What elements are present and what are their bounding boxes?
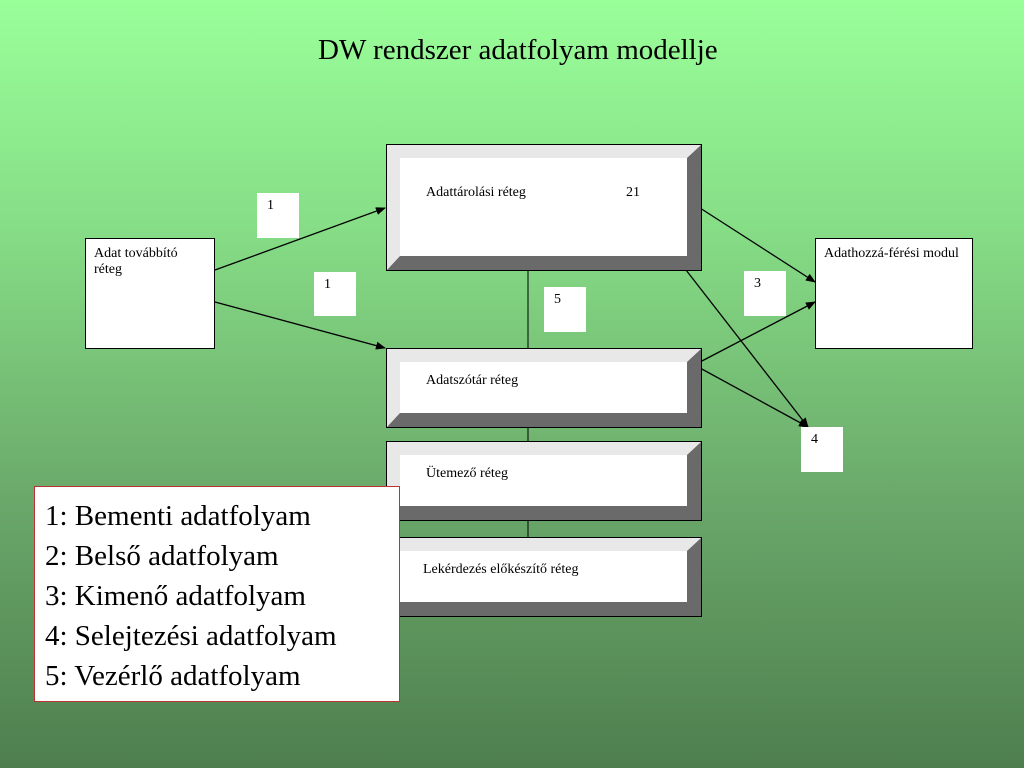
data-transfer-layer-label: Adat továbbító réteg bbox=[94, 246, 178, 277]
data-transfer-layer-box: Adat továbbító réteg bbox=[85, 238, 215, 349]
dictionary-layer-label: Adatszótár réteg bbox=[426, 373, 519, 388]
storage-layer-label: Adattárolási réteg bbox=[426, 185, 526, 200]
legend-item-input: 1: Bementi adatfolyam bbox=[45, 500, 311, 532]
legend-item-output: 3: Kimenő adatfolyam bbox=[45, 580, 306, 612]
flow-label-input-top: 1 bbox=[257, 193, 299, 238]
flow-label-input-bottom: 1 bbox=[314, 272, 356, 316]
storage-layer-number: 21 bbox=[626, 185, 640, 200]
data-access-module-box: Adathozzá-férési modul bbox=[815, 238, 973, 349]
dictionary-layer-box bbox=[386, 348, 702, 428]
flow-label-purge: 4 bbox=[801, 427, 843, 472]
scheduler-layer-label: Ütemező réteg bbox=[426, 466, 509, 481]
data-access-module-label: Adathozzá-férési modul bbox=[824, 246, 959, 261]
input-flow-arrow-bottom bbox=[214, 301, 386, 350]
legend-item-purge: 4: Selejtezési adatfolyam bbox=[45, 620, 337, 652]
input-flow-arrow-top bbox=[214, 207, 386, 271]
flow-label-output: 3 bbox=[744, 271, 786, 316]
query-preparation-layer-label: Lekérdezés előkészítő réteg bbox=[423, 562, 579, 577]
query-preparation-layer-box bbox=[386, 537, 702, 617]
legend-item-internal: 2: Belső adatfolyam bbox=[45, 540, 279, 572]
purge-flow-arrow-from-dictionary bbox=[699, 367, 809, 428]
scheduler-layer-box bbox=[386, 441, 702, 521]
flow-label-control: 5 bbox=[544, 287, 586, 332]
diagram-title: DW rendszer adatfolyam modellje bbox=[318, 34, 718, 66]
legend-item-control: 5: Vezérlő adatfolyam bbox=[45, 660, 301, 692]
storage-layer-box bbox=[386, 144, 702, 271]
legend-box: 1: Bementi adatfolyam 2: Belső adatfolya… bbox=[34, 486, 400, 702]
